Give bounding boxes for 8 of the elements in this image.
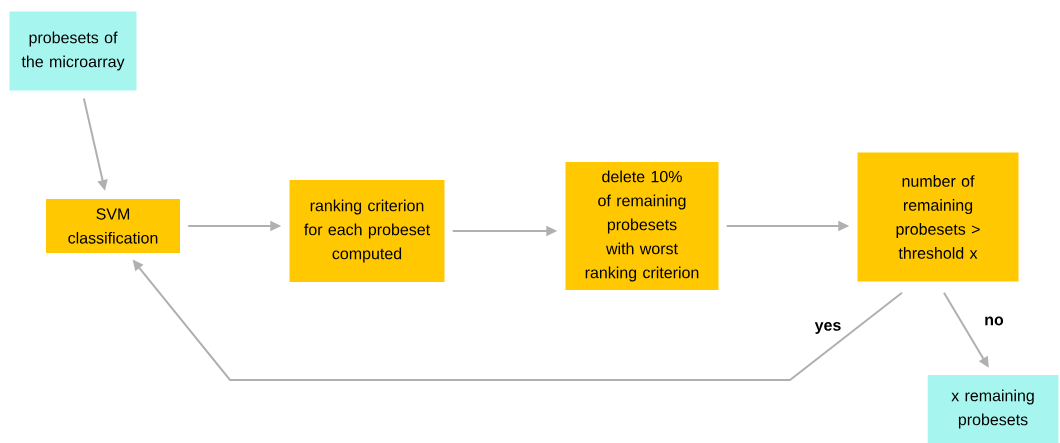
process-box: number of remaining probesets > threshold x xyxy=(857,152,1019,282)
edge-label: no xyxy=(985,316,1004,326)
process-box: probesets of the microarray xyxy=(9,11,137,91)
process-box: delete 10% of remaining probesets with worst ranking criterion xyxy=(565,162,719,290)
process-box: ranking criterion for each probeset computed xyxy=(289,180,445,282)
process-box: x remaining probesets xyxy=(927,375,1059,443)
process-box: SVM classification xyxy=(46,199,180,253)
edge-label: yes xyxy=(814,322,841,334)
